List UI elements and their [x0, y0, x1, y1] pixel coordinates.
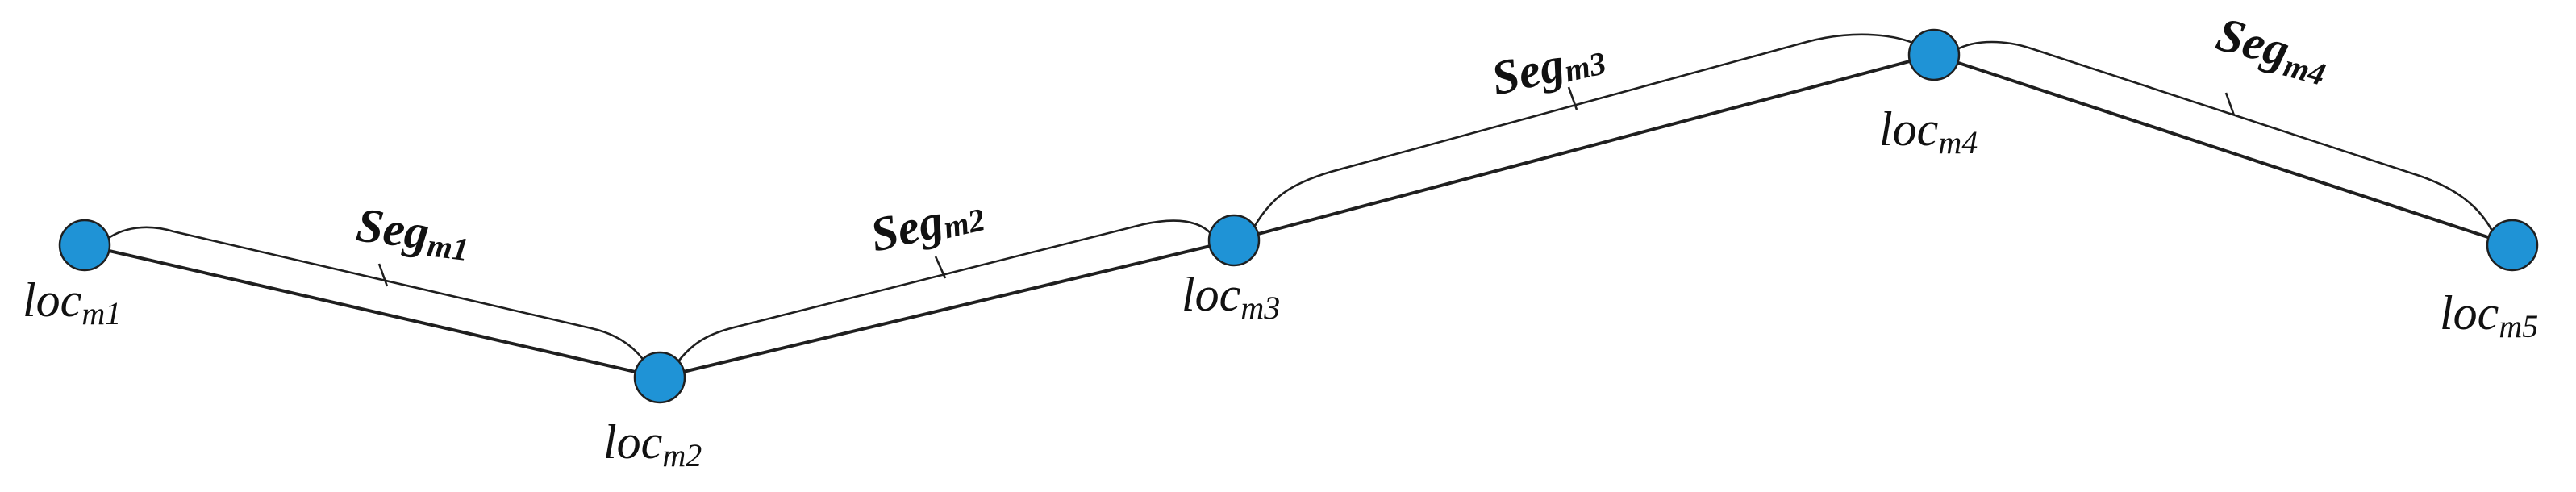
segment-m1-path	[83, 244, 661, 379]
location-node-m1	[58, 219, 111, 272]
segment-m2-path	[658, 239, 1236, 379]
location-node-m2	[633, 351, 686, 404]
segment-m3-tube	[1251, 33, 1918, 231]
location-label-m5: locm5	[2440, 286, 2538, 344]
segment-m1-label: Segm1	[353, 198, 473, 268]
segment-m2-label: Segm2	[865, 185, 988, 262]
location-label-m2: locm2	[603, 415, 702, 473]
segment-m4: Segm4	[1932, 7, 2514, 247]
location-label-m1: locm1	[23, 273, 121, 331]
segment-m2-label-tick	[934, 256, 947, 279]
segment-m3: Segm3	[1232, 28, 1936, 242]
segment-m4-label: Segm4	[2210, 7, 2335, 93]
segment-m4-path	[1932, 53, 2514, 247]
segment-m1: Segm1	[83, 198, 661, 379]
segment-m2-tube	[674, 219, 1213, 366]
segment-m3-label-tick	[1567, 86, 1578, 110]
location-label-m3: locm3	[1182, 268, 1280, 326]
location-node-m5	[2486, 219, 2539, 272]
segment-m4-label-tick	[2224, 92, 2236, 116]
segment-m3-path	[1232, 53, 1936, 242]
segment-m1-label-tick	[377, 263, 389, 287]
location-node-m4	[1907, 28, 1961, 81]
segment-m1-tube	[102, 226, 651, 370]
segment-m2: Segm2	[658, 185, 1236, 379]
location-node-m3	[1207, 214, 1261, 267]
segment-m3-label: Segm3	[1486, 28, 1609, 106]
segment-m4-tube	[1954, 40, 2495, 236]
location-label-m4: locm4	[1879, 102, 1978, 161]
